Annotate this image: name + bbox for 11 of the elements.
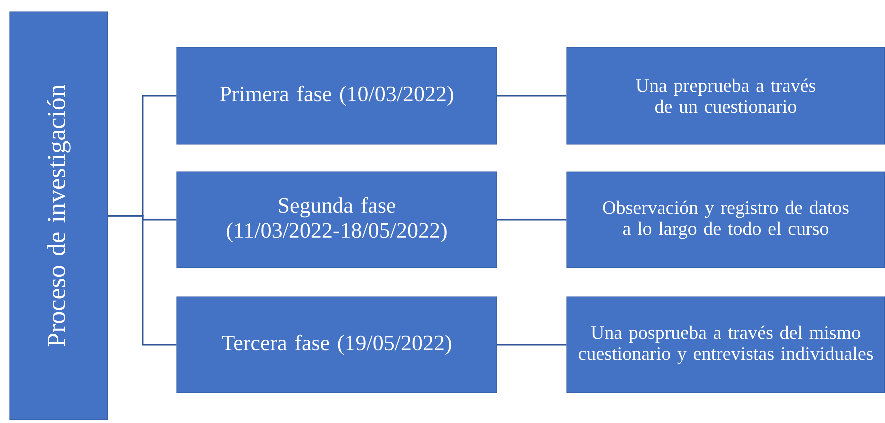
connector-line — [497, 95, 567, 97]
connector-line — [497, 344, 567, 346]
phase-box: Segunda fase (11/03/2022-18/05/2022) — [176, 172, 498, 268]
phase-box: Primera fase (10/03/2022) — [176, 47, 498, 145]
connector-line — [497, 219, 567, 221]
title-box: Proceso de investigación — [10, 12, 108, 420]
connector-line — [108, 215, 177, 346]
description-box: Una posprueba a través del mismo cuestionario y entrevistas individuales — [566, 296, 885, 394]
phase-box: Tercera fase (19/05/2022) — [176, 296, 498, 394]
description-box: Una preprueba a través de un cuestionario — [566, 47, 885, 145]
description-box: Observación y registro de datos a lo largo de todo el curso — [566, 172, 885, 268]
